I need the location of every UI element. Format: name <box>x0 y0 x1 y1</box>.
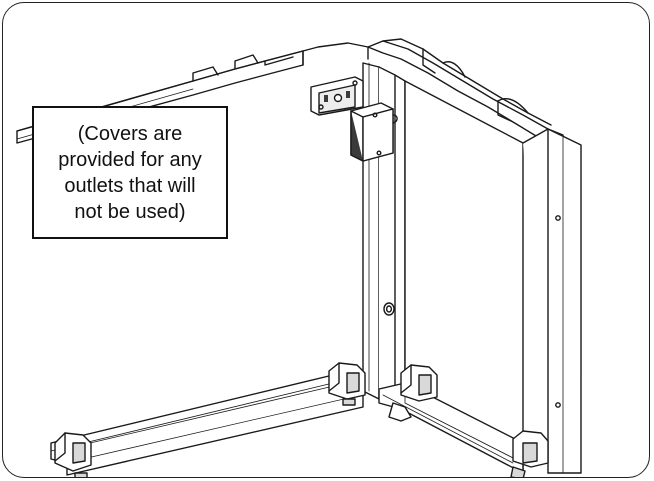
bottom-rail <box>50 374 364 476</box>
callout-line: outlets that will <box>64 174 196 197</box>
fastener-knob-icon <box>383 302 395 316</box>
callout-line: provided for any <box>58 148 202 171</box>
furniture-frame-illustration <box>16 38 582 477</box>
corner-block-front-right <box>512 430 549 468</box>
corner-block-center <box>328 362 366 400</box>
corner-block-left <box>54 432 92 472</box>
outlet-box-icon <box>350 102 398 162</box>
corner-block-right <box>400 364 438 402</box>
right-rail <box>367 38 564 148</box>
callout-line: (Covers are <box>77 122 183 145</box>
outlet-cover-icon <box>310 76 364 116</box>
callout-line: not be used) <box>74 200 186 223</box>
foot-bracket-icon <box>74 398 526 477</box>
callout-note: (Covers are provided for any outlets tha… <box>32 106 228 239</box>
